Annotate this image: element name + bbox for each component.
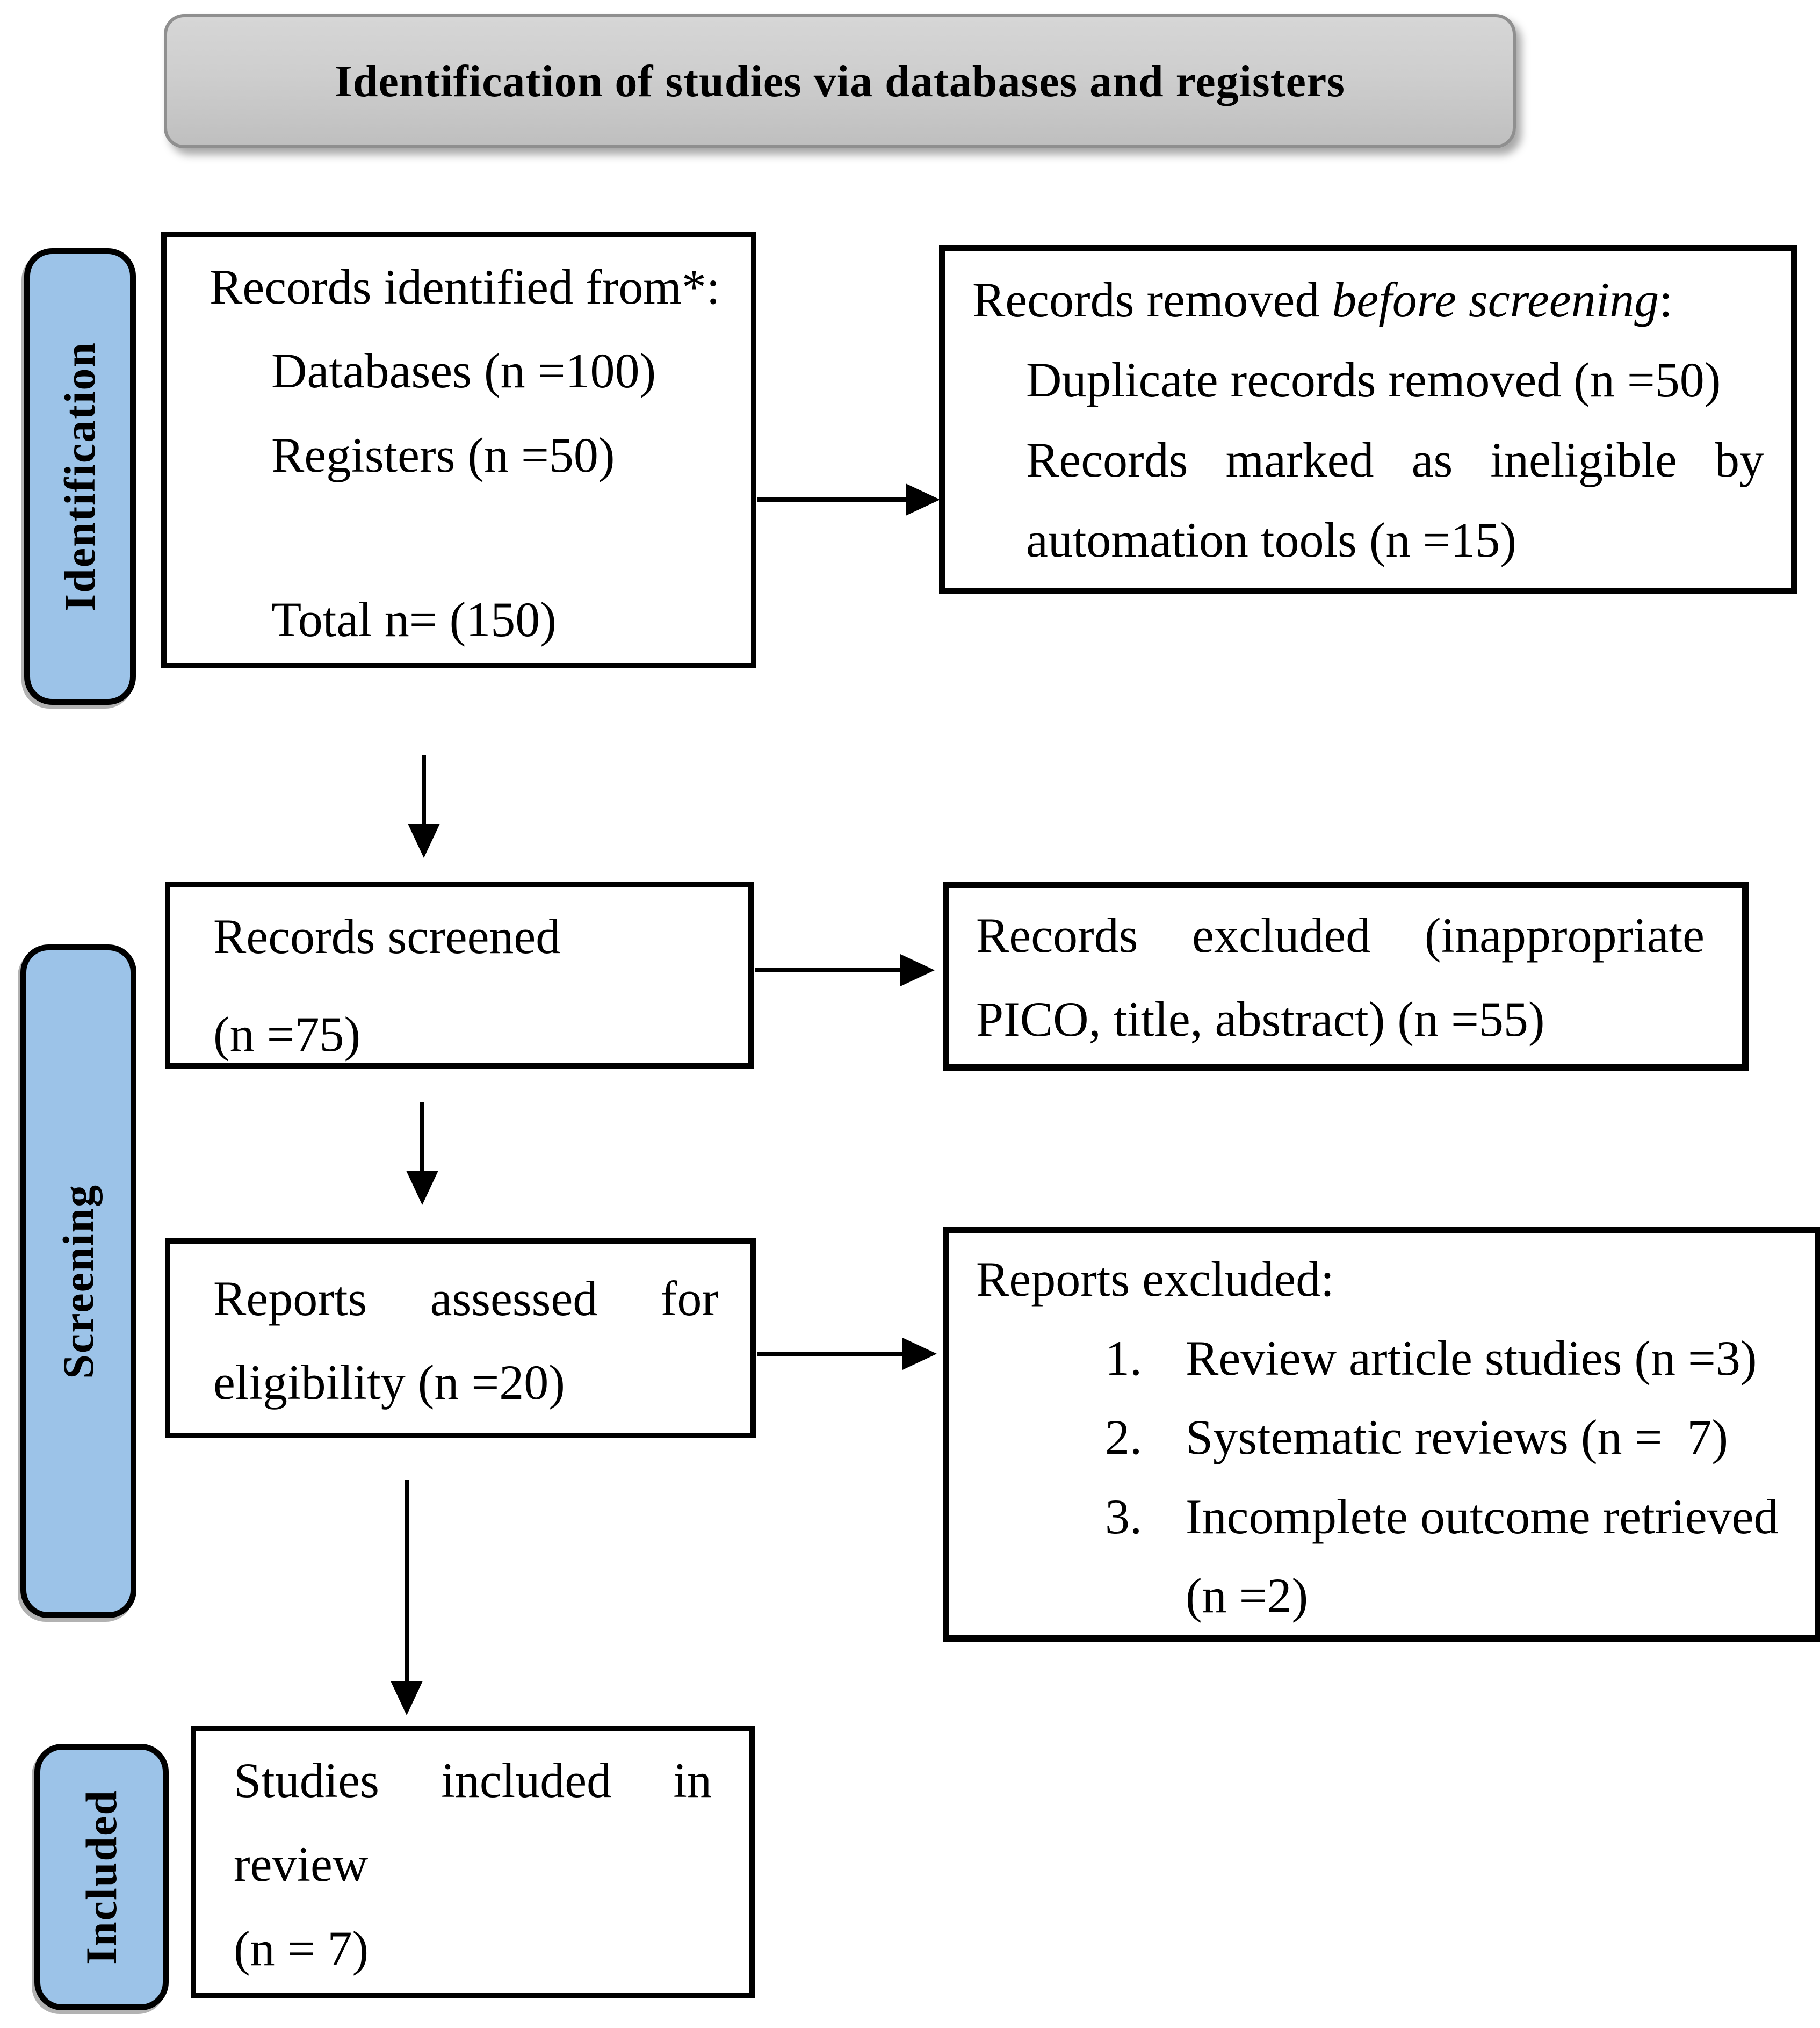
- stage-tab-identification: Identification: [24, 248, 136, 705]
- reports-excluded-item-3-line2: (n =2): [1186, 1568, 1309, 1623]
- box-records-excluded: Records excluded (inappropriate PICO, ti…: [943, 882, 1749, 1071]
- arrow-line: [405, 1480, 409, 1683]
- arrow-line: [422, 755, 426, 826]
- records-identified-total: Total n= (150): [271, 592, 557, 647]
- box-records-screened: Records screened (n =75): [165, 882, 754, 1069]
- box-studies-included: Studies included in review (n = 7): [191, 1726, 755, 1998]
- records-removed-duplicate: Duplicate records removed (n =50): [1026, 352, 1721, 408]
- stage-tab-included: Included: [34, 1744, 169, 2010]
- reports-assessed-line2: eligibility (n =20): [213, 1355, 565, 1410]
- reports-excluded-item-2-number: 2.: [1105, 1410, 1142, 1465]
- reports-excluded-item-2-text: Systematic reviews (n = 7): [1186, 1410, 1728, 1465]
- box-records-identified: Records identified from*: Databases (n =…: [161, 232, 756, 668]
- right-arrowhead-icon: [902, 1338, 937, 1370]
- studies-included-line2: review: [234, 1837, 369, 1892]
- records-identified-registers: Registers (n =50): [271, 427, 615, 482]
- reports-excluded-item-1: 1. Review article studies (n =3): [976, 1319, 1788, 1398]
- records-removed-heading-italic: before screening: [1332, 272, 1659, 327]
- right-arrowhead-icon: [900, 954, 935, 986]
- reports-excluded-item-1-text: Review article studies (n =3): [1186, 1331, 1757, 1386]
- down-arrowhead-icon: [408, 824, 440, 858]
- records-identified-databases: Databases (n =100): [271, 343, 656, 399]
- stage-tab-screening: Screening: [20, 944, 136, 1618]
- title-banner: Identification of studies via databases …: [164, 14, 1516, 148]
- reports-excluded-item-3-text: Incomplete outcome retrieved (n =2): [1186, 1477, 1779, 1635]
- reports-excluded-item-3-number: 3.: [1105, 1489, 1142, 1544]
- down-arrowhead-icon: [391, 1681, 423, 1715]
- box-reports-excluded: Reports excluded: 1. Review article stud…: [943, 1227, 1820, 1642]
- records-removed-heading-prefix: Records removed: [972, 272, 1332, 327]
- arrow-line: [757, 497, 908, 502]
- records-screened-line1: Records screened: [213, 909, 561, 964]
- records-screened-line2: (n =75): [213, 1007, 361, 1062]
- studies-included-line3: (n = 7): [234, 1921, 369, 1976]
- records-removed-heading-suffix: :: [1659, 272, 1673, 327]
- stage-label-included: Included: [77, 1789, 126, 1965]
- reports-excluded-item-2: 2. Systematic reviews (n = 7): [976, 1398, 1788, 1477]
- right-arrowhead-icon: [906, 483, 940, 516]
- reports-excluded-item-3: 3. Incomplete outcome retrieved (n =2): [976, 1477, 1788, 1635]
- arrow-line: [755, 968, 902, 972]
- title-text: Identification of studies via databases …: [335, 56, 1345, 106]
- arrow-line: [420, 1102, 424, 1173]
- studies-included-line1: Studies included in: [234, 1753, 712, 1808]
- reports-excluded-heading: Reports excluded:: [976, 1252, 1334, 1307]
- records-removed-heading: Records removed before screening:: [972, 260, 1764, 340]
- records-excluded-line1: Records excluded (inappropriate: [976, 908, 1705, 963]
- arrow-line: [757, 1352, 905, 1356]
- records-excluded-line2: PICO, title, abstract) (n =55): [976, 992, 1545, 1047]
- reports-assessed-line1: Reports assessed for: [213, 1271, 718, 1326]
- box-reports-assessed: Reports assessed for eligibility (n =20): [165, 1238, 756, 1438]
- reports-excluded-item-1-number: 1.: [1105, 1331, 1142, 1386]
- records-removed-ineligible-line2: automation tools (n =15): [1026, 513, 1516, 568]
- reports-excluded-item-3-line1: Incomplete outcome retrieved: [1186, 1489, 1779, 1544]
- down-arrowhead-icon: [406, 1171, 438, 1205]
- records-removed-ineligible-line1: Records marked as ineligible by: [1026, 432, 1764, 488]
- box-records-removed: Records removed before screening: Duplic…: [939, 245, 1797, 594]
- records-identified-heading: Records identified from*:: [210, 259, 720, 314]
- stage-label-identification: Identification: [55, 342, 104, 611]
- stage-label-screening: Screening: [54, 1183, 103, 1379]
